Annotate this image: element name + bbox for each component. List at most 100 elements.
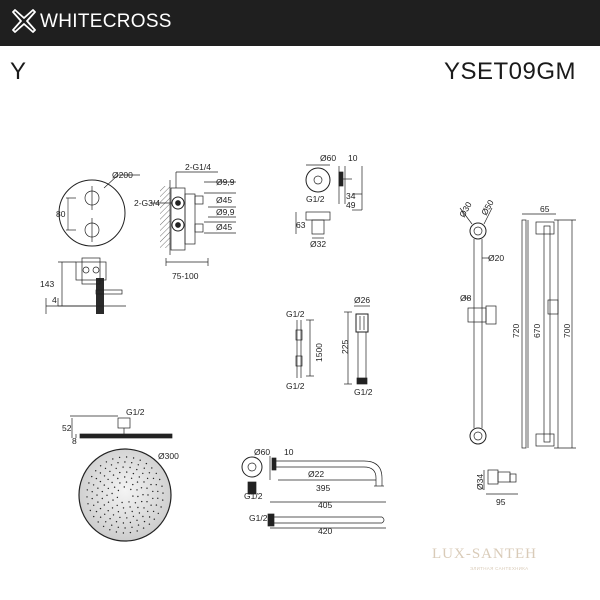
nozzle-dot	[137, 524, 140, 526]
nozzle-dot	[162, 492, 164, 494]
nozzle-dot	[132, 457, 135, 459]
nozzle-dot	[97, 521, 99, 523]
nozzle-dot	[143, 507, 145, 509]
nozzle-dot	[126, 517, 128, 519]
nozzle-dot	[152, 477, 155, 480]
nozzle-dot	[129, 531, 132, 534]
x-cross-logo-icon	[12, 9, 36, 33]
nozzle-dot	[140, 487, 143, 489]
nozzle-dot	[99, 480, 102, 483]
nozzle-dot	[119, 482, 121, 484]
shower-head-nozzles	[86, 456, 164, 534]
nozzle-dot	[91, 491, 93, 493]
dim-mixer-depth: 75-100	[172, 271, 199, 281]
nozzle-dot	[141, 500, 143, 503]
slide-rail-front-drawing	[459, 207, 497, 445]
nozzle-dot	[150, 483, 152, 486]
dim-arm-g12a: G1/2	[244, 491, 263, 501]
nozzle-dot	[87, 503, 89, 505]
nozzle-dot	[147, 510, 149, 513]
nozzle-dot	[138, 476, 140, 478]
slide-rail-side-drawing	[521, 213, 576, 449]
mixer-body-side-view	[150, 171, 236, 266]
nozzle-dot	[148, 516, 151, 518]
nozzle-dot	[99, 472, 102, 474]
nozzle-dot	[122, 507, 125, 509]
nozzle-dot	[136, 489, 138, 491]
nozzle-dot	[132, 515, 135, 518]
nozzle-dot	[131, 526, 133, 528]
nozzle-dot	[137, 495, 139, 498]
dim-hand-g12: G1/2	[354, 387, 373, 397]
nozzle-dot	[104, 467, 107, 470]
nozzle-dot	[138, 512, 141, 514]
nozzle-dot	[146, 487, 148, 489]
dim-rail-d34: Ø34	[475, 474, 485, 490]
nozzle-dot	[134, 502, 137, 504]
nozzle-dot	[125, 481, 128, 483]
header-bar: WHITECROSS	[0, 0, 600, 46]
dim-mixer-80: 80	[56, 209, 66, 219]
dim-rail-d30: Ø30	[457, 200, 474, 219]
dim-outlet-34: 34	[346, 191, 356, 201]
nozzle-dot	[137, 464, 139, 466]
nozzle-dot	[136, 468, 138, 471]
nozzle-dot	[151, 467, 153, 469]
model-code: YSET09GM	[443, 58, 576, 85]
dim-rail-d20: Ø20	[488, 253, 504, 263]
dim-hose-g12-bottom: G1/2	[286, 381, 305, 391]
nozzle-dot	[112, 474, 115, 476]
nozzle-dot	[146, 501, 148, 503]
nozzle-dot	[131, 510, 133, 513]
nozzle-dot	[111, 481, 113, 484]
nozzle-dot	[130, 488, 132, 491]
nozzle-dot	[116, 504, 118, 507]
nozzle-dot	[86, 489, 89, 491]
nozzle-dot	[96, 494, 98, 496]
nozzle-dot	[86, 496, 88, 498]
nozzle-dot	[136, 481, 139, 483]
nozzle-dot	[93, 515, 95, 518]
nozzle-dot	[161, 485, 163, 487]
nozzle-dot	[101, 497, 104, 500]
dim-rail-670: 670	[532, 324, 542, 338]
nozzle-dot	[99, 465, 102, 467]
nozzle-dot	[99, 507, 102, 510]
nozzle-dot	[112, 514, 115, 516]
nozzle-dot	[130, 477, 133, 479]
nozzle-dot	[146, 477, 149, 480]
dim-mixer-g14: 2-G1/4	[185, 162, 211, 172]
nozzle-dot	[132, 483, 134, 486]
nozzle-dot	[129, 466, 131, 469]
dim-hose-1500: 1500	[314, 343, 324, 362]
nozzle-dot	[147, 494, 149, 496]
dim-outlet-d32: Ø32	[310, 239, 326, 249]
nozzle-dot	[113, 486, 116, 488]
dim-mixer-d45b: Ø45	[216, 222, 232, 232]
nozzle-dot	[123, 486, 126, 488]
nozzle-dot	[124, 461, 126, 463]
nozzle-dot	[109, 529, 111, 531]
dim-mixer-g34: 2-G3/4	[134, 198, 160, 208]
dim-mixer-d200: Ø200	[112, 170, 133, 180]
hose-drawing	[295, 319, 314, 378]
nozzle-dot	[93, 504, 95, 506]
dim-mixer-4: 4	[52, 295, 57, 305]
nozzle-dot	[136, 530, 138, 532]
dim-mixer-d99b: Ø9,9	[216, 207, 235, 217]
nozzle-dot	[101, 490, 104, 493]
dim-hand-d26: Ø26	[354, 295, 370, 305]
nozzle-dot	[117, 462, 119, 464]
dim-outlet-g12: G1/2	[306, 194, 325, 204]
watermark-subtext: ЭЛИТНАЯ САНТЕХНИКА	[470, 566, 529, 571]
nozzle-dot	[117, 477, 119, 480]
nozzle-dot	[88, 482, 90, 484]
nozzle-dot	[117, 489, 120, 492]
nozzle-dot	[122, 532, 125, 534]
nozzle-dot	[121, 501, 123, 504]
nozzle-dot	[142, 527, 145, 529]
nozzle-dot	[136, 519, 138, 521]
dim-hand-225: 225	[340, 340, 350, 354]
nozzle-dot	[152, 497, 154, 500]
dim-head-8: 8	[72, 436, 77, 446]
